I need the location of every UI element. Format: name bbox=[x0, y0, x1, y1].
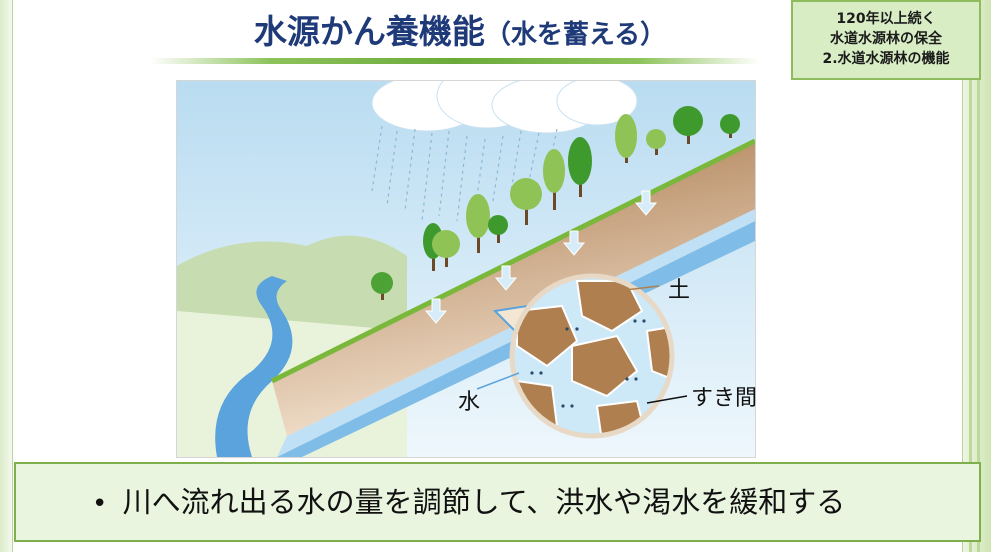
soil-slope bbox=[272, 141, 755, 436]
caption-box: • 川へ流れ出る水の量を調節して、洪水や渇水を緩和する bbox=[14, 462, 981, 542]
title-underline bbox=[150, 58, 760, 64]
badge-line-1: 120年以上続く bbox=[836, 11, 936, 27]
illustration-svg bbox=[177, 81, 755, 457]
grass-edge bbox=[270, 138, 755, 384]
badge-line-3: 2.水道水源林の機能 bbox=[822, 51, 950, 67]
magnifier-ring bbox=[509, 273, 675, 439]
leader-water bbox=[476, 372, 520, 390]
infiltration-arrows bbox=[424, 190, 658, 324]
section-badge: 120年以上続く 水道水源林の保全 2.水道水源林の機能 bbox=[791, 0, 981, 80]
badge-line-2: 水道水源林の保全 bbox=[830, 31, 942, 47]
left-frame bbox=[0, 0, 13, 552]
leader-soil bbox=[616, 285, 660, 292]
page-title: 水源かん養機能（水を蓄える） bbox=[160, 6, 760, 58]
right-frame bbox=[962, 0, 991, 552]
label-water: 水 bbox=[458, 390, 481, 415]
trees bbox=[371, 106, 740, 300]
label-soil: 土 bbox=[668, 278, 691, 303]
river bbox=[215, 276, 293, 457]
rain bbox=[371, 125, 558, 222]
label-gap: すき間 bbox=[691, 386, 758, 411]
water-retention-illustration bbox=[176, 80, 756, 458]
cloud bbox=[371, 81, 638, 134]
leader-gap bbox=[646, 395, 688, 404]
caption-bullet: • bbox=[92, 489, 108, 519]
title-main: 水源かん養機能 bbox=[253, 12, 485, 51]
caption-text: 川へ流れ出る水の量を調節して、洪水や渇水を緩和する bbox=[122, 485, 846, 519]
title-sub: （水を蓄える） bbox=[484, 20, 667, 50]
